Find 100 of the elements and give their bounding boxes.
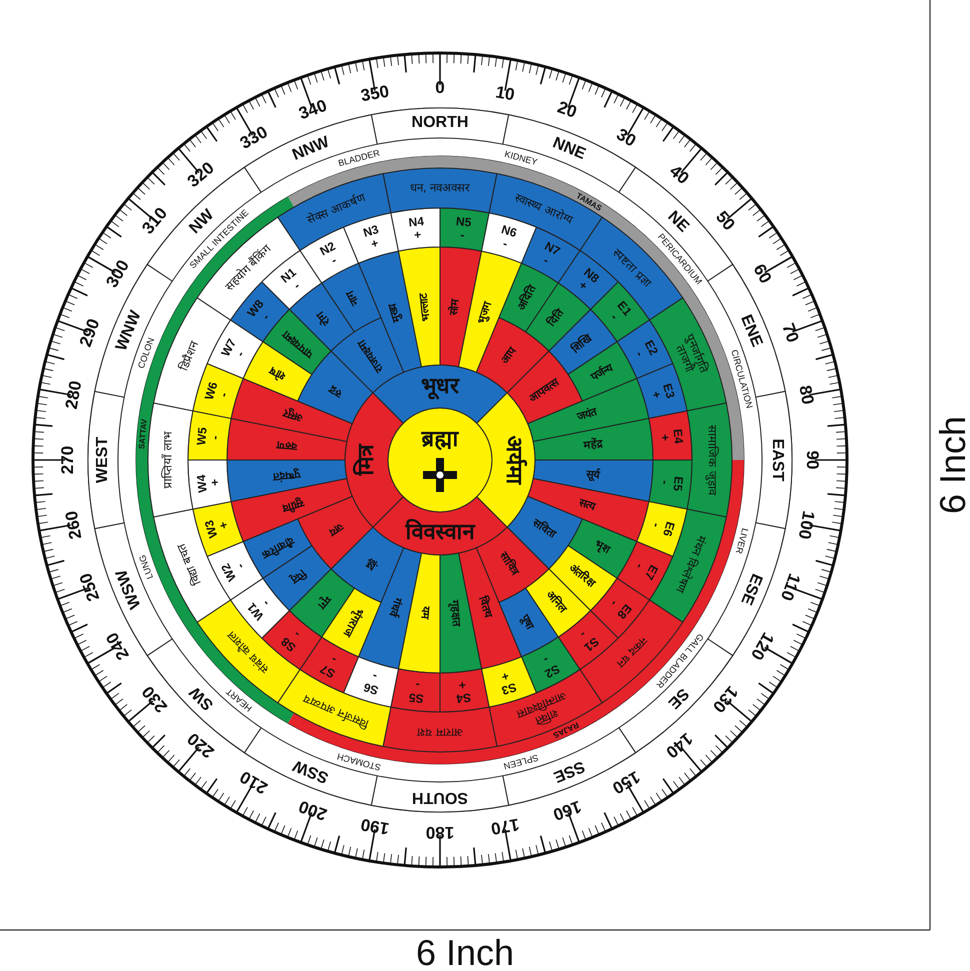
degree-number: 10 — [494, 82, 516, 106]
pada-cell — [635, 500, 688, 557]
degree-number: 30 — [612, 124, 640, 152]
deity-name: सूर्य — [586, 468, 600, 482]
direction-label: ESE — [737, 570, 766, 608]
pada-cell — [389, 667, 441, 713]
deity-name: आप — [499, 346, 519, 367]
deity-name: मृग — [314, 592, 332, 611]
deity-name: जयंत — [576, 406, 599, 424]
deity-name: ब्रह्मा — [422, 428, 458, 452]
pada-label: S7 - — [318, 651, 340, 680]
deity-name: इंद्र — [362, 556, 379, 572]
deity-name: भृश — [592, 538, 612, 556]
degree-number: 160 — [550, 795, 584, 824]
deity-name: अर्यमा — [500, 436, 526, 484]
pada-label: S4 + — [454, 677, 472, 705]
direction-cell — [754, 390, 793, 530]
degree-number: 130 — [708, 682, 742, 716]
deity-name: गंधर्व — [386, 596, 404, 618]
deity-name: विवस्वान — [406, 520, 474, 546]
pada-label: N1 - — [278, 266, 304, 294]
pada-label: W1 - — [244, 596, 273, 622]
deity-name: सत्य — [578, 496, 597, 513]
degree-number: 140 — [662, 728, 696, 762]
pada-label: E6 - — [648, 519, 677, 538]
dimension-label: 6 Inch — [932, 416, 970, 514]
pada-cell — [298, 636, 359, 694]
deity-name: मुख्य — [386, 302, 404, 324]
deity-name: भूधर — [421, 374, 459, 400]
deity-name: असुर — [281, 406, 304, 424]
deity-name: सुग्रीव — [280, 496, 305, 514]
deity-name: पूषा — [518, 612, 536, 632]
deity-name: रोग — [314, 308, 333, 328]
deity-name: सोम — [448, 298, 462, 316]
pada-label: N7 - — [540, 240, 562, 270]
degree-number: 80 — [794, 384, 818, 406]
pada-cell — [206, 318, 264, 379]
pada-cell — [389, 207, 441, 253]
zone-sector — [276, 668, 392, 747]
deity-name: भल्लाट — [417, 292, 432, 322]
pada-label: S3 + — [499, 668, 518, 697]
pada-label: N2 - — [318, 240, 340, 270]
direction-cell — [370, 107, 510, 146]
direction-label: SSE — [550, 757, 588, 786]
degree-number: 120 — [746, 628, 778, 664]
organ-label: KIDNEY — [504, 148, 538, 167]
deity-name: भुजग — [476, 300, 494, 325]
degree-number: 350 — [360, 81, 392, 106]
deity-name: मित्र — [354, 444, 380, 476]
pada-label: E8 - — [607, 596, 634, 622]
deity-name: दिति — [546, 307, 567, 329]
pada-label: S1 - — [576, 627, 602, 654]
direction-label: NNW — [290, 133, 332, 164]
degree-number: 320 — [184, 158, 218, 192]
degree-number: 310 — [138, 204, 172, 238]
degree-number: 100 — [794, 508, 819, 540]
deity-name: गृहक्षत — [448, 600, 462, 627]
degree-number: 240 — [102, 628, 134, 664]
deity-name: अदिति — [515, 284, 538, 312]
deity-name: पुष्पदंत — [272, 468, 301, 482]
pada-label: S5 - — [408, 677, 426, 705]
direction-label: SW — [186, 682, 218, 714]
degree-number: 70 — [776, 320, 802, 346]
direction-cell — [87, 390, 126, 530]
organ-label: LUNG — [136, 554, 155, 580]
degree-number: 260 — [61, 508, 86, 540]
degree-number: 90 — [802, 450, 822, 470]
degree-number: 250 — [76, 570, 105, 604]
direction-label: SE — [664, 684, 692, 712]
organ-label: LIVER — [734, 527, 751, 555]
zone-label: सामाजिक जुड़ाव — [706, 424, 718, 496]
zone-label: विद्या बचत — [172, 540, 204, 590]
pada-label: S6 - — [362, 668, 381, 697]
degree-number: 300 — [102, 256, 134, 292]
deity-name: शोष — [268, 364, 288, 383]
pada-label: W3 + — [202, 518, 232, 540]
direction-label: WEST — [94, 436, 112, 484]
pada-cell — [520, 636, 581, 694]
pada-label: E3 + — [648, 382, 677, 402]
pada-label: N5 - — [454, 215, 472, 243]
deity-ring-sector — [344, 391, 405, 528]
direction-label: NORTH — [412, 114, 468, 132]
pada-label: W6 - — [202, 380, 232, 404]
zone-label: प्राप्तियाँ लाभ — [162, 430, 174, 490]
deity-name: महेंद्र — [583, 438, 604, 452]
degree-number: 170 — [488, 814, 520, 839]
degree-number: 330 — [236, 122, 272, 154]
zone-label: आराम यश — [416, 726, 464, 738]
pada-label: N4 + — [408, 215, 426, 243]
direction-cell — [370, 774, 510, 813]
degree-number: 280 — [61, 380, 86, 412]
guna-label: SATTAV — [137, 418, 149, 450]
pada-label: E5 - — [657, 474, 685, 492]
pada-label: W8 - — [244, 298, 273, 325]
direction-label: SOUTH — [412, 788, 468, 806]
deity-name: वितथ — [476, 595, 494, 620]
deity-name: वरुण — [276, 438, 298, 452]
degree-number: 0 — [435, 78, 445, 98]
pada-cell — [616, 318, 674, 379]
pada-label: W2 - — [220, 560, 249, 584]
